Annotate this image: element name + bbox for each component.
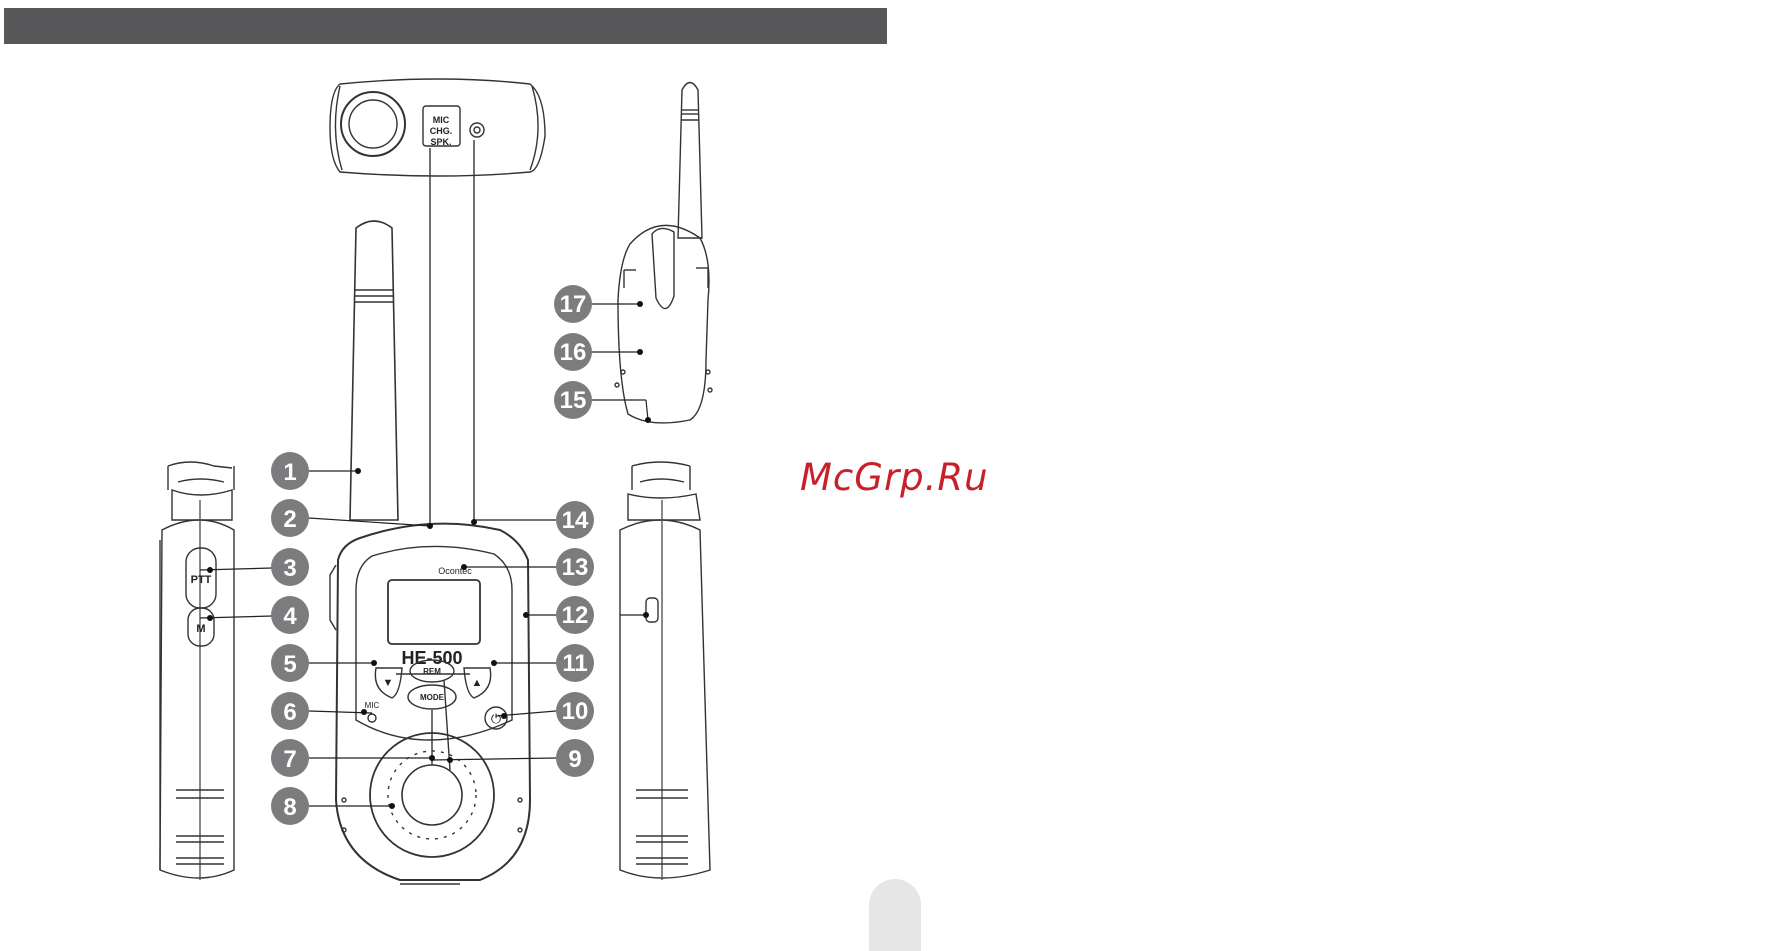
rem-label: REM	[423, 667, 441, 676]
jack-label-mic: MIC	[433, 115, 450, 125]
callout-16: 16	[554, 333, 592, 371]
callout-7: 7	[271, 739, 309, 777]
callout-11: 11	[556, 644, 594, 682]
svg-text:13: 13	[562, 554, 589, 581]
top-knob	[341, 92, 405, 156]
svg-text:8: 8	[283, 794, 296, 821]
side-jack-cover	[646, 598, 658, 622]
watermark-text: McGrp.Ru	[800, 456, 989, 499]
ptt-label: PTT	[191, 574, 212, 586]
page-tab	[869, 879, 921, 951]
svg-text:17: 17	[560, 291, 587, 318]
power-icon: ⏻	[491, 711, 501, 726]
svg-text:10: 10	[562, 698, 589, 725]
right-side-view	[620, 462, 710, 880]
callout-6: 6	[271, 692, 309, 730]
callout-14: 14	[556, 501, 594, 539]
mic-hole	[368, 714, 376, 722]
lcd-display	[388, 580, 480, 644]
callout-9: 9	[556, 739, 594, 777]
callout-12: 12	[556, 596, 594, 634]
svg-text:14: 14	[562, 507, 589, 534]
jack-label-spk: SPK.	[430, 137, 451, 147]
callout-3: 3	[271, 548, 309, 586]
svg-text:12: 12	[562, 602, 589, 629]
model-name: HE-500	[401, 648, 462, 668]
callout-17: 17	[554, 285, 592, 323]
svg-text:5: 5	[283, 651, 296, 678]
callout-5: 5	[271, 644, 309, 682]
callout-2: 2	[271, 499, 309, 537]
svg-text:3: 3	[283, 555, 296, 582]
callout-4: 4	[271, 596, 309, 634]
svg-text:2: 2	[283, 506, 296, 533]
svg-text:7: 7	[283, 746, 296, 773]
mode-label: MODE	[420, 693, 445, 702]
mic-label: MIC	[365, 701, 380, 710]
jack-label-chg: CHG.	[430, 126, 453, 136]
callout-8: 8	[271, 787, 309, 825]
callout-10: 10	[556, 692, 594, 730]
m-label: M	[196, 623, 205, 635]
callout-13: 13	[556, 548, 594, 586]
svg-text:9: 9	[568, 746, 581, 773]
svg-text:15: 15	[560, 387, 587, 414]
left-side-view: PTT M	[160, 462, 234, 880]
side-view-clip	[615, 83, 712, 423]
svg-text:4: 4	[283, 603, 297, 630]
down-arrow-icon: ▼	[383, 677, 394, 689]
svg-text:1: 1	[283, 459, 296, 486]
callout-1: 1	[271, 452, 309, 490]
top-jack-icon	[470, 123, 484, 137]
svg-text:16: 16	[560, 339, 587, 366]
svg-text:6: 6	[283, 699, 296, 726]
up-arrow-icon: ▲	[472, 677, 483, 689]
svg-text:11: 11	[562, 650, 587, 677]
callout-15: 15	[554, 381, 592, 419]
